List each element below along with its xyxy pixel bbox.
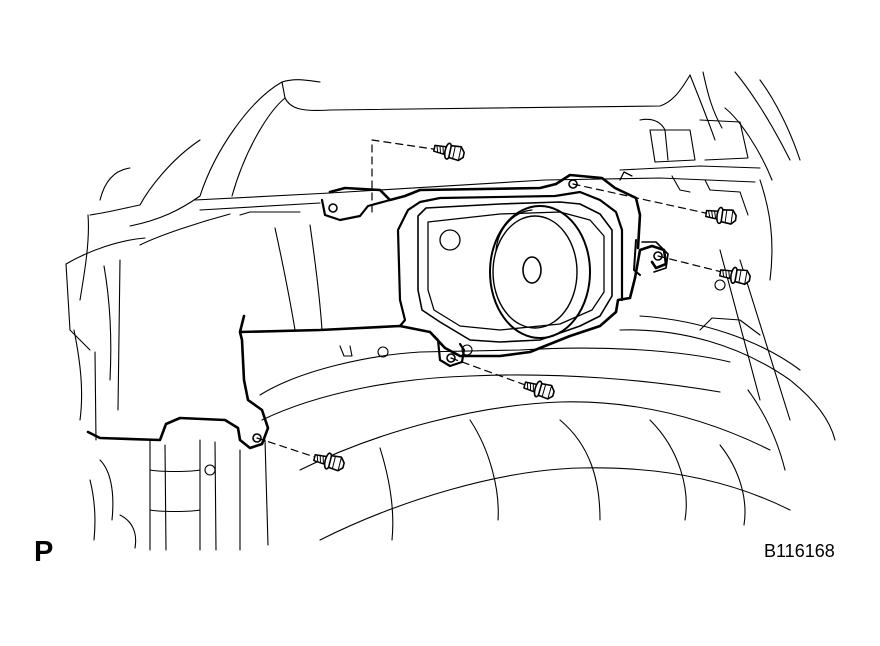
bolt-leader-lines bbox=[256, 139, 723, 459]
speaker-bracket bbox=[86, 171, 669, 450]
flange-bolt-icon bbox=[718, 264, 753, 287]
flange-bolt-icon bbox=[431, 139, 467, 164]
flange-bolt-icon bbox=[521, 376, 557, 402]
vehicle-body-structure bbox=[65, 71, 836, 551]
figure-id: B116168 bbox=[764, 541, 835, 561]
view-label: P bbox=[34, 536, 54, 568]
speaker-icon bbox=[489, 205, 591, 339]
flange-bolt-icon bbox=[311, 449, 347, 474]
flange-bolt-icon bbox=[704, 204, 738, 227]
